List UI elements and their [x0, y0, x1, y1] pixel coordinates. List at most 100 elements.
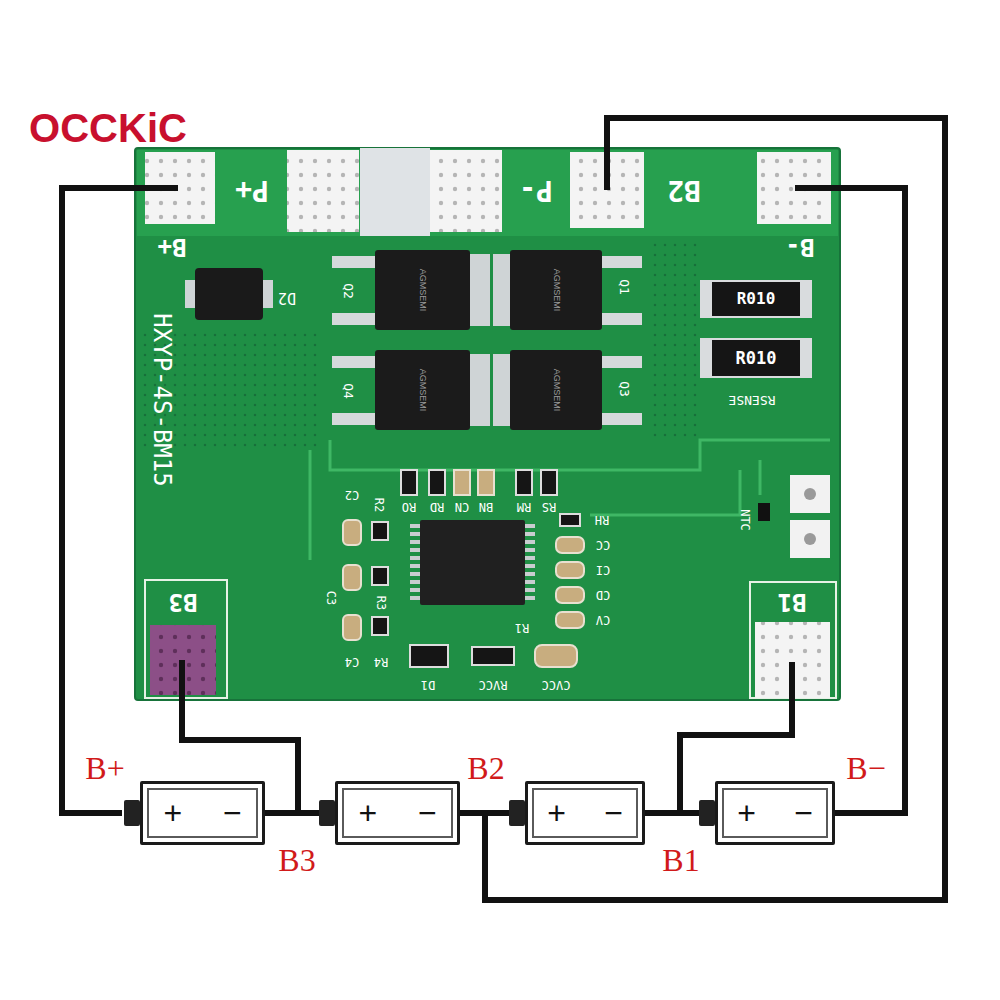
solder-pad	[430, 150, 502, 232]
part-label: NTC	[739, 509, 751, 531]
smd-resistor	[541, 470, 557, 495]
ntc-component	[758, 503, 770, 521]
smd-capacitor	[556, 537, 584, 553]
resistor-body	[712, 282, 800, 316]
mosfet-pin	[600, 313, 642, 325]
polarity-sign: −	[418, 797, 437, 829]
pad-label: P-	[519, 176, 553, 204]
part-label: Q1	[618, 279, 631, 295]
mosfet-pin	[600, 256, 642, 268]
ntc-hole	[804, 533, 816, 545]
via-field	[650, 240, 700, 440]
smd-resistor	[429, 470, 445, 495]
pad-label: P+	[235, 176, 269, 204]
polarity-sign: −	[604, 797, 623, 829]
part-label: CVCC	[542, 679, 571, 691]
part-label: R3	[375, 596, 387, 610]
polarity-sign: +	[737, 797, 756, 829]
smd-capacitor	[556, 587, 584, 603]
part-label: RO	[402, 501, 416, 513]
pad-frame	[145, 580, 227, 698]
part-label: D1	[421, 679, 435, 691]
pcb-trace	[759, 460, 762, 495]
smd-capacitor	[343, 520, 361, 545]
pcb-trace	[309, 450, 312, 560]
battery-cell: +−	[335, 781, 460, 845]
part-label: CC	[596, 539, 610, 551]
smd-capacitor	[343, 615, 361, 640]
part-label: R1	[515, 622, 529, 634]
polarity-sign: −	[223, 797, 242, 829]
battery-cell: +−	[715, 781, 835, 845]
part-label: RM	[517, 501, 531, 513]
smd-capacitor	[454, 470, 470, 495]
mosfet-body	[510, 350, 602, 430]
part-label: C4	[345, 656, 359, 668]
pad-label: B+	[158, 235, 187, 259]
part-label: CI	[596, 564, 610, 576]
smd-capacitor	[478, 470, 494, 495]
part-label: CN	[455, 501, 469, 513]
mosfet-tab	[468, 354, 490, 426]
polarity-sign: +	[547, 797, 566, 829]
smd-resistor	[401, 470, 417, 495]
part-label: Q2	[342, 283, 355, 299]
wires	[62, 118, 945, 900]
part-label: RH	[595, 514, 609, 526]
part-marking: AGMSEMI	[552, 269, 561, 312]
part-label: BN	[479, 501, 493, 513]
part-label: RSENSE	[729, 394, 776, 407]
smd-diode	[410, 645, 448, 667]
wire	[62, 188, 178, 813]
ic-chip	[420, 520, 525, 605]
wire	[485, 118, 945, 900]
solder-strip	[360, 148, 430, 236]
part-label: Q3	[618, 381, 631, 397]
part-label: R4	[374, 656, 388, 668]
mosfet-tab	[468, 254, 490, 326]
mosfet-body	[375, 350, 470, 430]
resistor-value: R010	[736, 350, 777, 367]
smd-resistor	[516, 470, 532, 495]
copper-pour	[137, 150, 838, 236]
smd-capacitor	[556, 612, 584, 628]
pad-label: B1	[778, 590, 807, 614]
smd-resistor	[372, 567, 388, 585]
smd-resistor	[472, 647, 514, 665]
terminal-label: B+	[85, 752, 124, 784]
part-label: RD	[430, 501, 444, 513]
smd-capacitor	[535, 645, 577, 667]
part-label: R2	[373, 498, 385, 512]
smd-resistor	[372, 617, 388, 635]
pcb-trace	[330, 440, 830, 470]
terminal-label: B1	[662, 844, 699, 876]
mosfet-pin	[600, 356, 642, 368]
board-name: HXYP-4S-BM15	[150, 313, 174, 486]
part-label: Q4	[342, 383, 355, 399]
mosfet-pin	[332, 313, 377, 325]
pad-label: B2	[667, 176, 701, 204]
smd-resistor	[372, 522, 388, 540]
ntc-pad	[790, 475, 830, 513]
mosfet-pin	[332, 413, 377, 425]
resistor-cap	[700, 338, 812, 378]
wire	[795, 188, 905, 813]
part-label: C3	[325, 591, 337, 605]
battery-cell: +−	[140, 781, 265, 845]
part-label: RVCC	[479, 679, 508, 691]
chip-pins	[525, 524, 535, 602]
polarity-sign: +	[358, 797, 377, 829]
mosfet-body	[510, 250, 602, 330]
pcb-trace	[590, 470, 740, 515]
part-label: CD	[596, 589, 610, 601]
terminal-label: B2	[467, 752, 504, 784]
smd-capacitor	[556, 562, 584, 578]
mosfet-pin	[332, 256, 377, 268]
ntc-pad	[790, 520, 830, 558]
polarity-sign: −	[794, 797, 813, 829]
chip-pins	[410, 524, 420, 602]
terminal-label: B−	[846, 752, 885, 784]
